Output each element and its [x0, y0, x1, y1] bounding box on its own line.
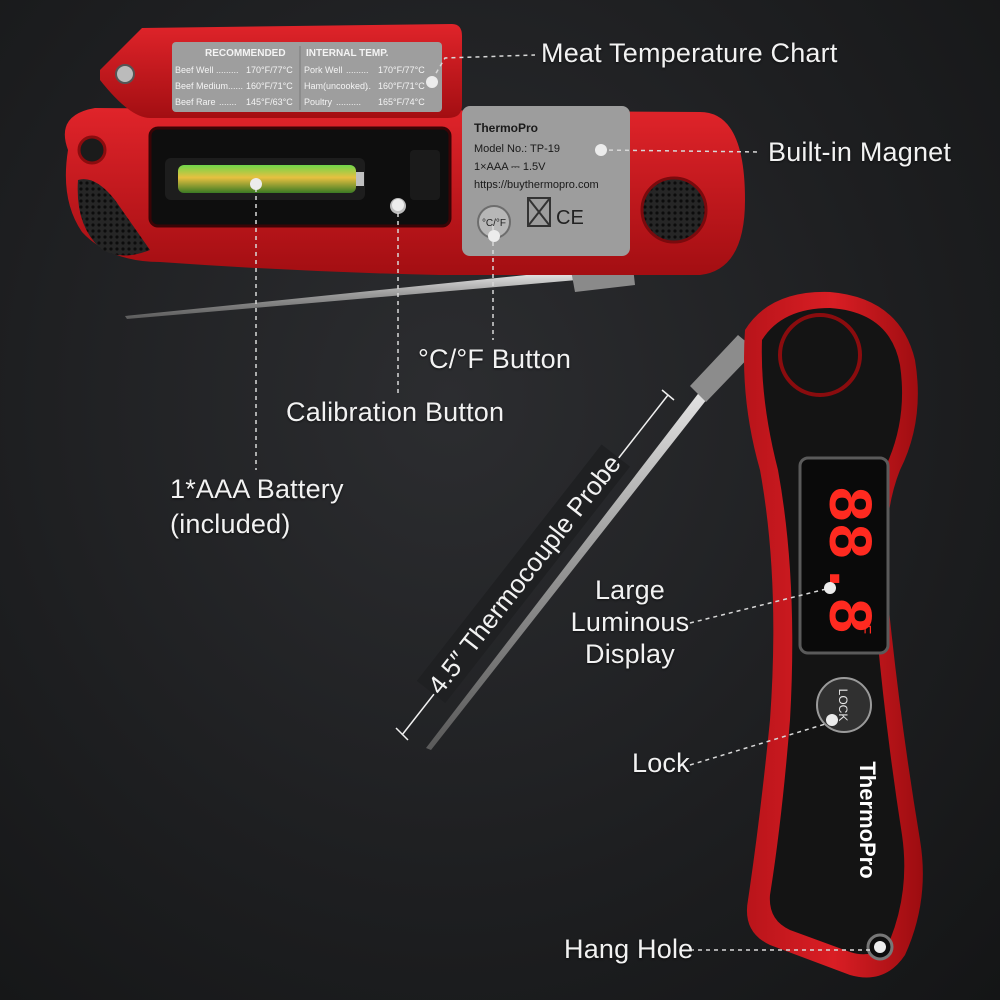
- dot-meat-chart: [426, 76, 438, 88]
- chart-row-name: Beef Medium: [175, 81, 228, 91]
- callout-display: Large Luminous Display: [560, 574, 700, 670]
- lock-button-label: LOCK: [836, 689, 850, 722]
- chart-header-left: RECOMMENDED: [205, 48, 286, 59]
- leader-meat-chart: [431, 54, 536, 81]
- chart-row-dots: .........: [346, 65, 369, 75]
- callout-calibration: Calibration Button: [286, 397, 505, 427]
- battery-terminal: [356, 172, 364, 186]
- button-housing: [410, 150, 440, 200]
- front-probe-sleeve: [690, 335, 756, 402]
- top-hang-hole: [77, 135, 107, 165]
- chart-row-name: Beef Rare: [175, 97, 216, 107]
- front-thermometer: 88.8 °F LOCK ThermoPro: [426, 291, 923, 978]
- plate-url: https://buythermopro.com: [474, 179, 599, 191]
- chart-row-name: Pork Well: [304, 65, 342, 75]
- callout-cf-button: °C/°F Button: [418, 344, 572, 374]
- plate-power: 1×AAA ⎓ 1.5V: [474, 161, 546, 173]
- aaa-battery: [178, 165, 356, 193]
- lid-screw: [115, 64, 135, 84]
- chart-row-name: Poultry: [304, 97, 333, 107]
- weee-icon-cross-2: [527, 197, 551, 227]
- chart-row-value: 170°F/77°C: [246, 65, 293, 75]
- callout-hang-hole: Hang Hole: [564, 934, 694, 964]
- temp-chart-plate: [172, 42, 442, 112]
- chart-row-dots: ..........: [336, 97, 361, 107]
- chart-row-value: 160°F/71°C: [246, 81, 293, 91]
- weee-icon: [527, 197, 551, 227]
- chart-row-name: Ham(uncooked): [304, 81, 368, 91]
- dot-lock: [826, 714, 838, 726]
- callout-meat-chart: Meat Temperature Chart: [541, 38, 838, 68]
- leader-lock: [689, 721, 833, 766]
- callout-lines: [255, 54, 870, 951]
- callout-battery-line2: (included): [170, 509, 291, 539]
- dot-hang-hole: [874, 941, 886, 953]
- display-reading: 88.8: [811, 486, 882, 635]
- chart-row-dots: ......: [228, 81, 243, 91]
- dot-magnet: [595, 144, 607, 156]
- leader-display: [689, 587, 831, 624]
- chart-row-name: Beef Well: [175, 65, 213, 75]
- display-bezel: [798, 456, 890, 655]
- callout-display-line1: Large: [594, 575, 666, 605]
- plate-model: Model No.: TP-19: [474, 143, 560, 155]
- chart-row-value: 170°F/77°C: [378, 65, 425, 75]
- callout-display-line2: Luminous: [570, 607, 690, 637]
- callout-battery-line1: 1*AAA Battery: [170, 474, 344, 504]
- display-unit: °F: [856, 618, 873, 634]
- pivot-ring: [778, 313, 862, 397]
- callout-lock: Lock: [632, 748, 690, 778]
- callout-dots: [250, 76, 886, 953]
- callout-display-line3: Display: [585, 639, 675, 669]
- chart-row-dots: .......: [219, 97, 237, 107]
- chart-row-value: 160°F/71°C: [378, 81, 425, 91]
- callout-magnet: Built-in Magnet: [768, 137, 952, 167]
- grip-texture: [77, 179, 150, 256]
- chart-row-value: 145°F/63°C: [246, 97, 293, 107]
- top-thermometer: RECOMMENDED INTERNAL TEMP. Beef Well ...…: [64, 24, 745, 319]
- chart-row-dots: .........: [216, 65, 239, 75]
- front-brand: ThermoPro: [855, 761, 880, 878]
- dimension-end-b: [661, 389, 675, 401]
- dimension-label-bg: [416, 444, 630, 704]
- chart-header-right: INTERNAL TEMP.: [306, 48, 389, 59]
- dot-display: [824, 582, 836, 594]
- cf-button-label: °C/°F: [482, 218, 506, 229]
- ce-mark: CE: [556, 207, 584, 229]
- dot-calibration: [392, 199, 404, 211]
- top-probe: [125, 270, 577, 319]
- chart-row-value: 165°F/74°C: [378, 97, 425, 107]
- magnet-grip: [640, 176, 708, 244]
- dot-battery: [250, 178, 262, 190]
- dimension-end-a: [395, 727, 409, 741]
- leader-magnet: [600, 149, 761, 153]
- plate-brand: ThermoPro: [474, 121, 538, 135]
- dot-cf-button: [488, 230, 500, 242]
- chart-row-dots: ..: [366, 81, 371, 91]
- front-probe: [426, 360, 733, 750]
